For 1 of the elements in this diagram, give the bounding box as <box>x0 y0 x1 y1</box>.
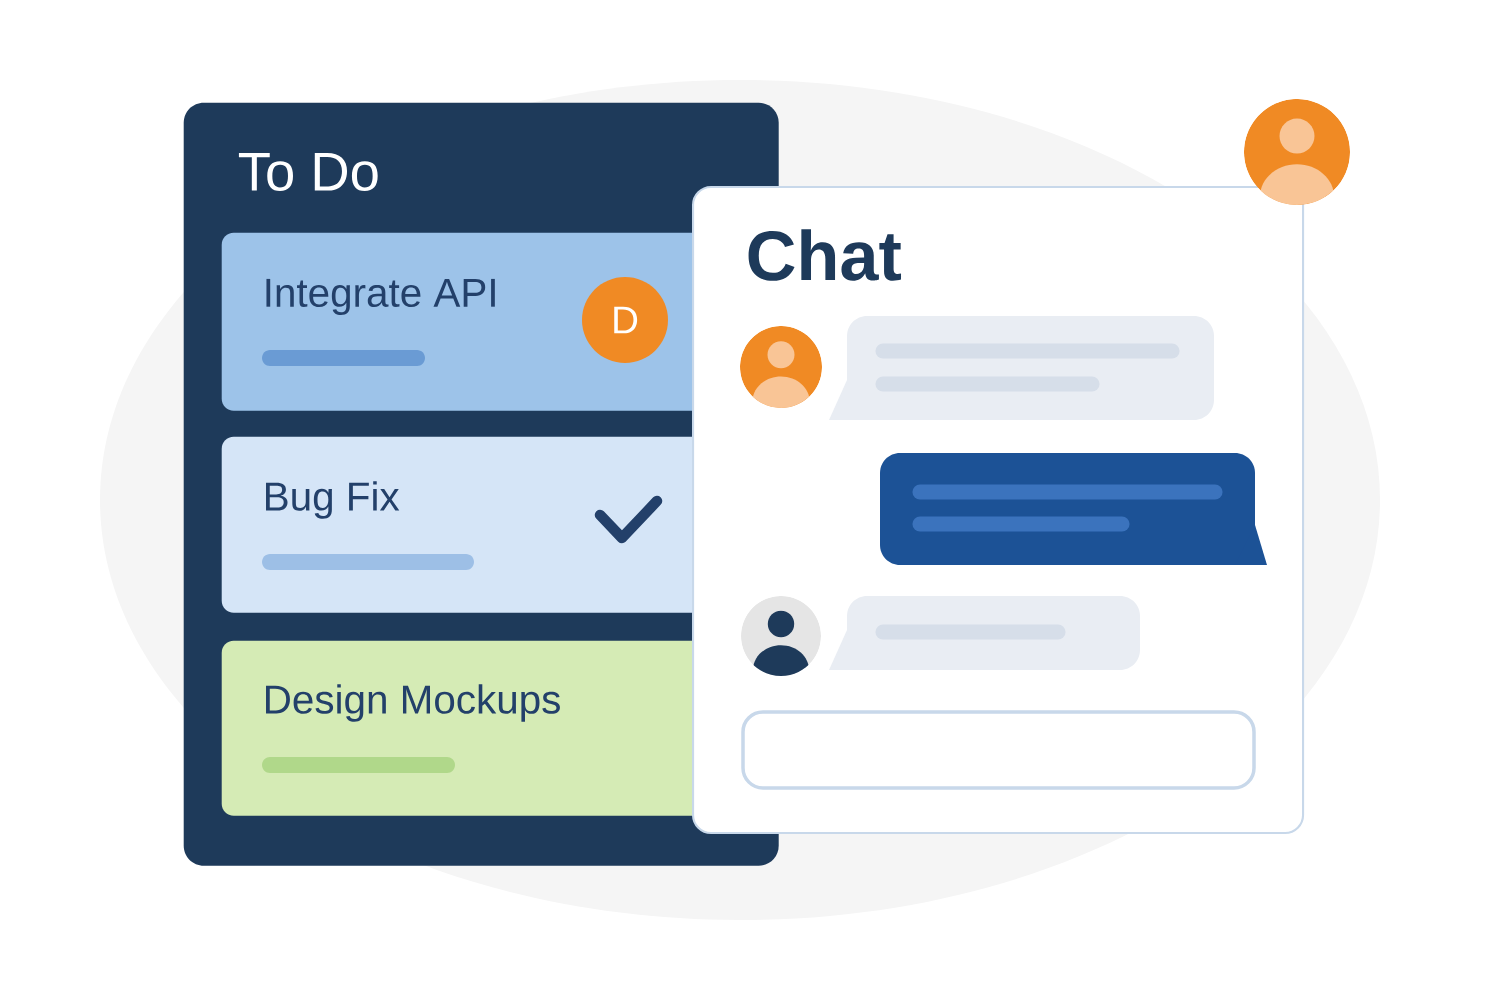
avatar-badge: D <box>582 277 668 363</box>
